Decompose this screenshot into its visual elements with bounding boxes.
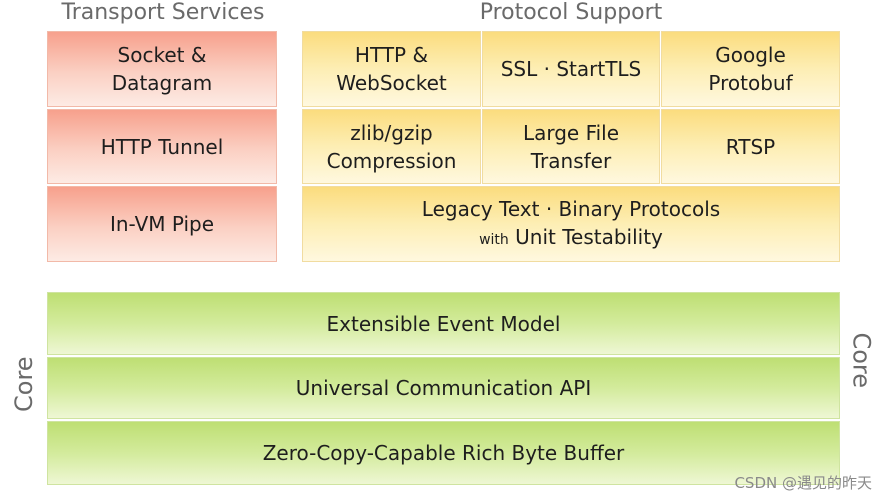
universal-communication-api-label: Universal Communication API: [295, 376, 592, 400]
with-word: with: [479, 231, 509, 248]
socket-datagram-box: Socket & Datagram: [47, 31, 277, 107]
in-vm-pipe-label: In-VM Pipe: [109, 212, 215, 236]
universal-communication-api-layer: Universal Communication API: [47, 357, 840, 419]
core-label-right: Core: [848, 332, 876, 388]
http-line: HTTP &: [354, 43, 429, 67]
http-tunnel-label: HTTP Tunnel: [100, 134, 224, 159]
core-label-left: Core: [10, 356, 38, 412]
rtsp-label: RTSP: [725, 134, 776, 159]
in-vm-pipe-box: In-VM Pipe: [47, 186, 277, 262]
socket-line: Socket &: [117, 43, 207, 67]
datagram-line: Datagram: [111, 71, 213, 95]
http-tunnel-box: HTTP Tunnel: [47, 109, 277, 184]
transfer-line: Transfer: [530, 148, 612, 173]
http-websocket-box: HTTP & WebSocket: [302, 31, 481, 107]
byte-buffer-layer: Zero-Copy-Capable Rich Byte Buffer: [47, 421, 840, 485]
legacy-line: Legacy Text · Binary Protocols: [421, 196, 721, 221]
large-file-line: Large File: [522, 120, 620, 145]
zlib-line: zlib/gzip: [350, 120, 433, 145]
google-line: Google: [715, 43, 786, 67]
unit-testability-line: Unit Testability: [515, 224, 663, 249]
rtsp-box: RTSP: [661, 109, 840, 184]
protocol-support-heading: Protocol Support: [479, 0, 663, 25]
websocket-line: WebSocket: [336, 71, 447, 95]
byte-buffer-label: Zero-Copy-Capable Rich Byte Buffer: [262, 441, 625, 465]
legacy-protocols-box: Legacy Text · Binary Protocols with Unit…: [302, 186, 840, 262]
csdn-watermark: CSDN @遇见的昨天: [734, 474, 872, 492]
ssl-label: SSL · StartTLS: [500, 57, 642, 81]
transport-services-heading: Transport Services: [61, 0, 265, 25]
protobuf-line: Protobuf: [708, 71, 793, 95]
extensible-event-model-label: Extensible Event Model: [326, 311, 561, 336]
compression-line: Compression: [326, 148, 457, 173]
ssl-starttls-box: SSL · StartTLS: [482, 31, 660, 107]
extensible-event-model-layer: Extensible Event Model: [47, 292, 840, 355]
